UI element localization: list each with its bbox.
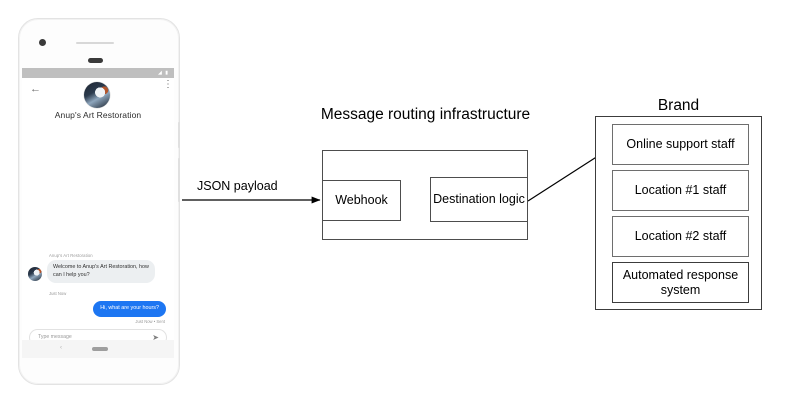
message-composer[interactable]: Type message ➤ [29,329,167,340]
brand-item-location-1-staff[interactable]: Location #1 staff [612,170,749,211]
overflow-menu-icon[interactable]: ⋮ [163,79,173,90]
node-webhook[interactable]: Webhook [322,180,401,221]
incoming-sender-label: Anup's Art Restoration [49,253,93,258]
phone-side-button-lower [178,158,180,202]
chat-app-bar: ← ⋮ Anup's Art Restoration [22,78,174,128]
incoming-message-bubble: Welcome to Anup's Art Restoration, how c… [47,260,155,283]
business-name-label: Anup's Art Restoration [54,110,142,120]
status-bar: ◢ ▮ [22,68,174,78]
brand-item-location-2-staff[interactable]: Location #2 staff [612,216,749,257]
brand-item-automated-response-system[interactable]: Automated response system [612,262,749,303]
brand-item-online-support-staff[interactable]: Online support staff [612,124,749,165]
phone-mockup: ◢ ▮ ← ⋮ Anup's Art Restoration Anup's Ar… [18,18,180,385]
message-input-placeholder[interactable]: Type message [38,334,72,340]
outgoing-message-bubble: Hi, what are your hours? [93,301,166,317]
incoming-timestamp: Just Now [49,291,67,296]
node-destination-logic[interactable]: Destination logic [430,177,528,222]
phone-earpiece-line [76,42,114,44]
send-icon[interactable]: ➤ [152,332,159,340]
brand-title: Brand [657,97,700,114]
business-avatar-icon [84,82,110,108]
phone-front-camera [39,39,46,46]
nav-back-icon[interactable]: ‹ [60,345,62,351]
phone-earpiece-grille [88,58,103,63]
json-payload-label: JSON payload [197,179,278,193]
outgoing-timestamp: Just Now • Sent [135,319,165,324]
nav-home-icon[interactable] [92,347,108,351]
phone-screen: ◢ ▮ ← ⋮ Anup's Art Restoration Anup's Ar… [22,68,174,340]
infrastructure-title: Message routing infrastructure [320,106,531,123]
signal-icon: ◢ ▮ [158,70,169,76]
incoming-avatar-icon [28,267,42,281]
phone-side-button-upper [178,122,180,148]
android-nav-bar: ‹ [22,340,174,358]
back-arrow-icon[interactable]: ← [30,83,41,95]
